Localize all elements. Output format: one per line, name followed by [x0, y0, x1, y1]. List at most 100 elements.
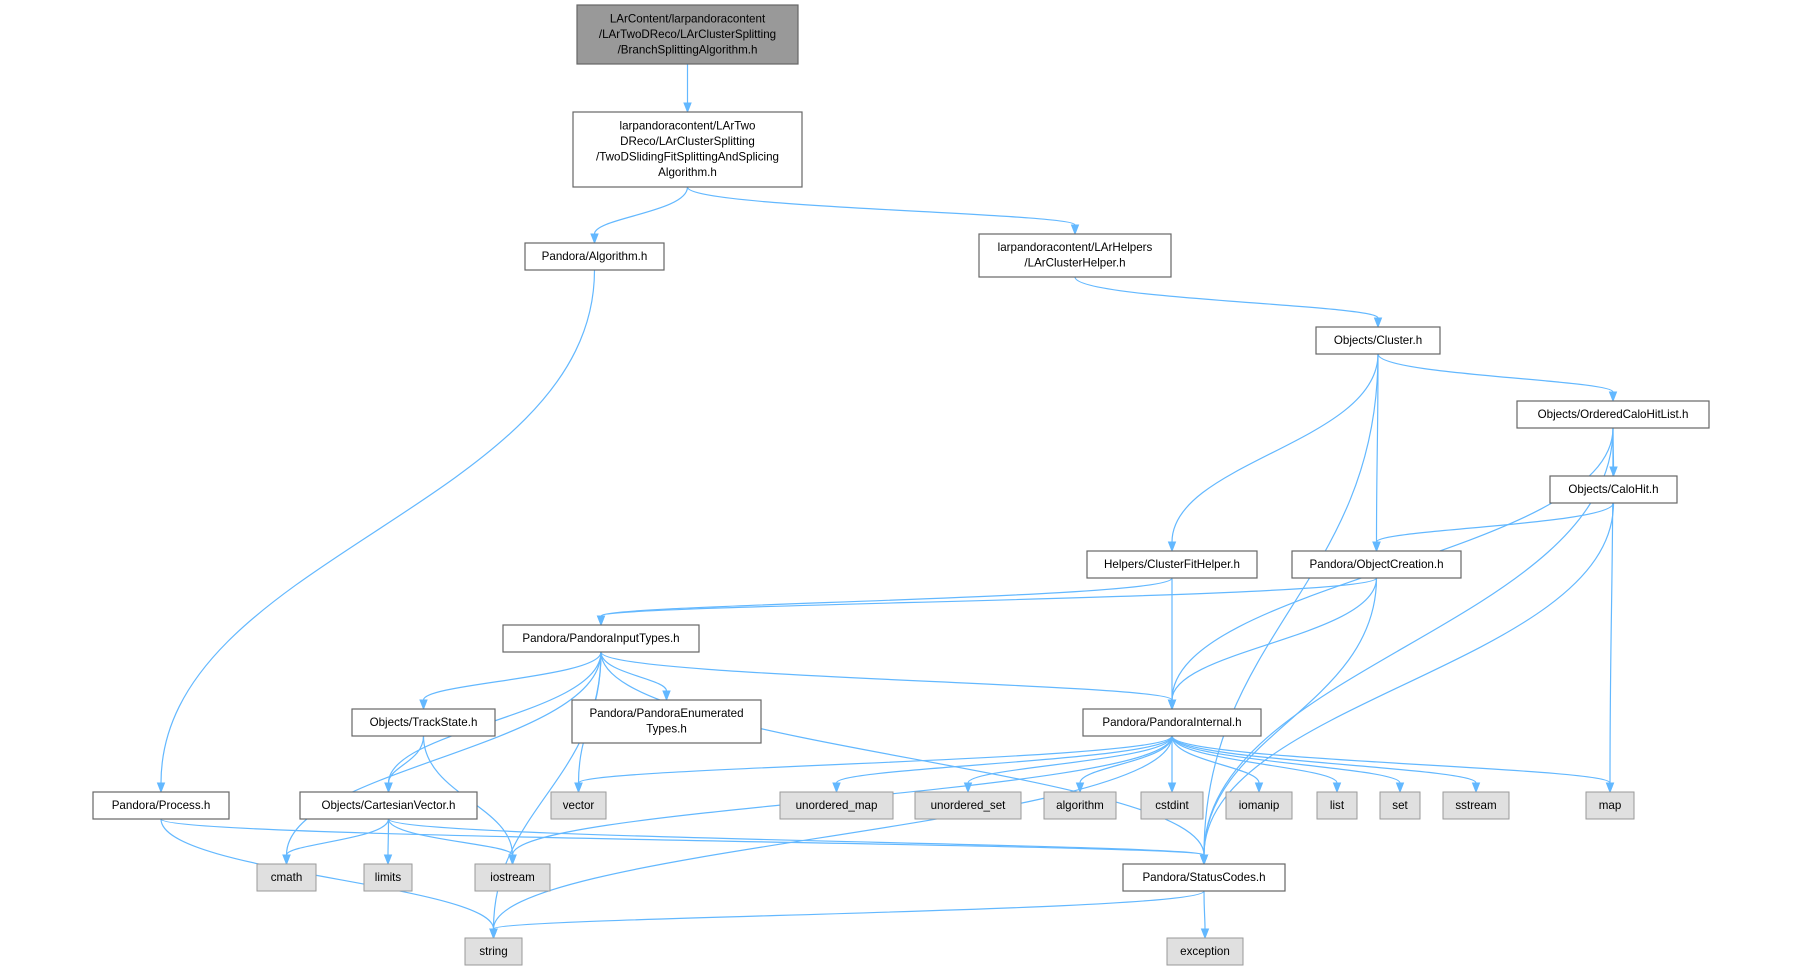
node-box: [1516, 400, 1710, 429]
edge-cluster-to-cfh: [1167, 353, 1379, 553]
arrowhead-icon: [1167, 541, 1177, 553]
edge-line: [835, 735, 1173, 784]
node-objects-trackstate-h[interactable]: Objects/TrackState.h: [351, 708, 496, 737]
edge-calohit-to-oc: [1372, 502, 1615, 553]
node-pandora-process-h[interactable]: Pandora/Process.h: [92, 791, 230, 820]
node-label-line: larpandoracontent/LArHelpers: [998, 241, 1153, 254]
node-larcontent-larpandoracontent-lartwodreco-larclustersplitting-branchsplittingalgorithm-h[interactable]: LArContent/larpandoracontent/LArTwoDReco…: [576, 4, 799, 65]
node-objects-cluster-h[interactable]: Objects/Cluster.h: [1315, 326, 1441, 355]
node-label-line: Helpers/ClusterFitHelper.h: [1104, 558, 1240, 571]
node-objects-orderedcalohitlist-h[interactable]: Objects/OrderedCaloHitList.h: [1516, 400, 1710, 429]
edge-pit-to-pet: [600, 651, 671, 702]
arrowhead-icon: [1372, 541, 1381, 553]
edge-oc-to-pi: [1167, 577, 1378, 711]
node-label-line: DReco/LArClusterSplitting: [620, 135, 755, 148]
edge-cv-to-limits: [383, 818, 393, 866]
node-string: string: [464, 937, 523, 966]
edge-cluster-to-sc: [1199, 353, 1379, 866]
arrowhead-icon: [508, 854, 517, 866]
edge-root-to-twod: [683, 63, 692, 114]
arrowhead-icon: [1395, 782, 1405, 794]
edge-line: [1074, 276, 1379, 319]
edge-cfh-to-pi: [1167, 577, 1177, 711]
arrowhead-icon: [1373, 317, 1383, 329]
node-label-line: unordered_map: [796, 799, 878, 812]
edge-cluster-to-ochl: [1377, 353, 1618, 403]
node-layer: LArContent/larpandoracontent/LArTwoDReco…: [92, 4, 1710, 966]
node-cmath: cmath: [256, 863, 317, 892]
node-list: list: [1316, 791, 1358, 820]
edge-line: [387, 818, 1205, 856]
node-label-line: /TwoDSlidingFitSplittingAndSplicing: [596, 151, 779, 164]
edge-line: [686, 186, 1076, 226]
arrowhead-icon: [1254, 782, 1264, 794]
node-label-line: /LArTwoDReco/LArClusterSplitting: [599, 28, 776, 41]
node-box: [1549, 475, 1678, 504]
node-larpandoracontent-larhelpers-larclusterhelper-h[interactable]: larpandoracontent/LArHelpers/LArClusterH…: [978, 233, 1172, 278]
arrowhead-icon: [1200, 928, 1210, 940]
node-box: [572, 111, 803, 188]
node-label-line: larpandoracontent/LArTwo: [620, 120, 756, 133]
arrowhead-icon: [156, 782, 166, 794]
node-box: [914, 791, 1022, 820]
node-box: [502, 624, 700, 653]
node-box: [1291, 550, 1462, 579]
edge-twod-to-algorithm: [590, 186, 689, 245]
node-larpandoracontent-lartwodreco-larclustersplitting-twodslidingfitsplittingandsplicingalgorithm-h[interactable]: larpandoracontent/LArTwoDReco/LArCluster…: [572, 111, 803, 188]
node-objects-cartesianvector-h[interactable]: Objects/CartesianVector.h: [299, 791, 478, 820]
node-label-line: vector: [563, 799, 595, 812]
edge-line: [1171, 735, 1401, 784]
edge-line: [1171, 735, 1260, 784]
node-pandora-statuscodes-h[interactable]: Pandora/StatusCodes.h: [1122, 863, 1286, 892]
edge-line: [967, 735, 1173, 784]
node-pandora-pandorainternal-h[interactable]: Pandora/PandoraInternal.h: [1082, 708, 1262, 737]
node-unordered-set: unordered_set: [914, 791, 1022, 820]
arrowhead-icon: [1605, 782, 1615, 794]
node-objects-calohit-h[interactable]: Objects/CaloHit.h: [1549, 475, 1678, 504]
node-label-line: string: [479, 945, 507, 958]
node-pandora-algorithm-h[interactable]: Pandora/Algorithm.h: [524, 242, 665, 271]
node-box: [571, 699, 762, 744]
node-iomanip: iomanip: [1225, 791, 1293, 820]
arrowhead-icon: [383, 854, 393, 866]
node-label-line: cstdint: [1155, 799, 1189, 812]
node-box: [1086, 550, 1258, 579]
node-label-line: Objects/Cluster.h: [1334, 334, 1422, 347]
edge-line: [422, 651, 602, 701]
node-pandora-pandorainputtypes-h[interactable]: Pandora/PandoraInputTypes.h: [502, 624, 700, 653]
edge-process-to-string: [160, 818, 498, 940]
edge-line: [1171, 735, 1611, 784]
node-box: [92, 791, 230, 820]
node-limits: limits: [363, 863, 413, 892]
node-label-line: Types.h: [646, 723, 687, 736]
edge-pit-to-pi: [600, 651, 1177, 711]
node-label-line: exception: [1180, 945, 1230, 958]
edge-line: [1377, 353, 1614, 393]
edge-cv-to-iostream: [387, 818, 517, 866]
node-box: [1379, 791, 1421, 820]
node-label-line: Pandora/ObjectCreation.h: [1309, 558, 1443, 571]
node-helpers-clusterfithelper-h[interactable]: Helpers/ClusterFitHelper.h: [1086, 550, 1258, 579]
edge-line: [160, 818, 1205, 856]
node-box: [363, 863, 413, 892]
node-label-line: algorithm: [1056, 799, 1104, 812]
node-label-line: Pandora/StatusCodes.h: [1142, 871, 1265, 884]
edge-pi-to-cstdint: [1167, 735, 1177, 794]
edge-pi-to-vector: [574, 735, 1173, 794]
edge-pi-to-set: [1171, 735, 1405, 794]
node-pandora-objectcreation-h[interactable]: Pandora/ObjectCreation.h: [1291, 550, 1462, 579]
node-exception: exception: [1166, 937, 1244, 966]
node-box: [464, 937, 523, 966]
arrowhead-icon: [590, 233, 599, 245]
edge-sc-to-string: [489, 890, 1205, 940]
arrowhead-icon: [1070, 224, 1080, 236]
node-label-line: /BranchSplittingAlgorithm.h: [618, 43, 758, 56]
edge-cv-to-sc: [387, 818, 1209, 866]
node-box: [1442, 791, 1510, 820]
edge-line: [1375, 353, 1379, 543]
edge-line: [600, 651, 668, 692]
node-label-line: limits: [375, 871, 402, 884]
edge-line: [1171, 735, 1477, 784]
